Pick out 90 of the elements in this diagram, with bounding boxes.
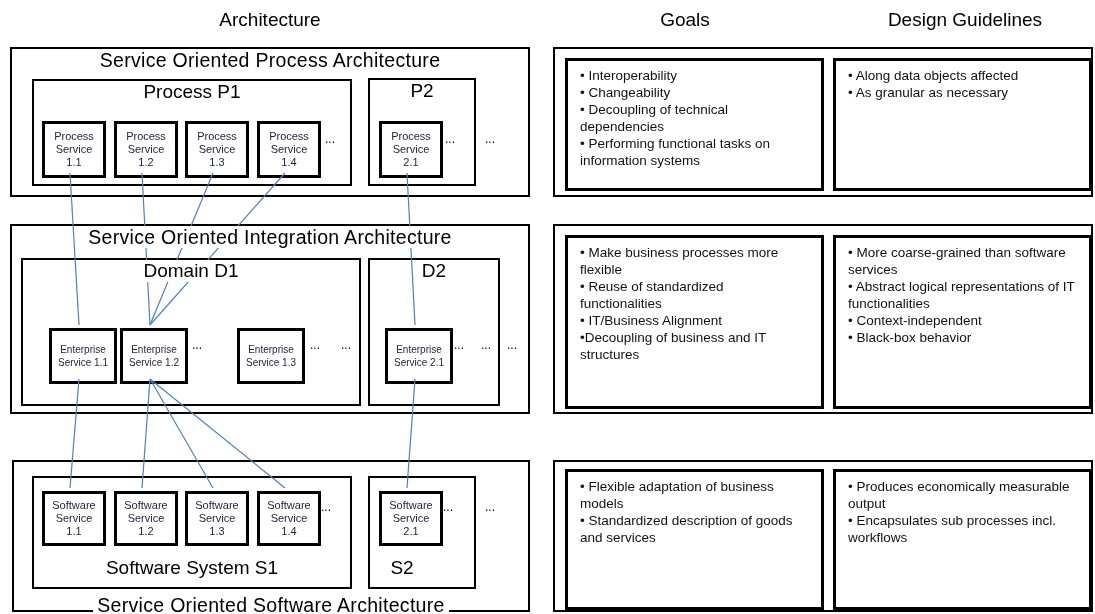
bullet-list-box [565,235,824,409]
bullet-point: • Abstract logical representations of IT functionalities [848,278,1076,312]
bullet-point: • Make business processes more flexible [580,244,780,278]
connector-line [149,378,286,489]
service-box [185,121,249,178]
ellipsis: ... [445,131,455,148]
group-box [368,476,476,589]
bullet-point: • Interoperability [580,67,679,84]
bullet-point: • More coarse-grained than software services [848,244,1067,278]
service-name: Process Service 1.3 [196,130,238,169]
group-box [32,79,352,186]
bullet-point: • Standardized description of goods and services [580,512,794,546]
service-name: Enterprise Service 1.1 [57,343,109,369]
service-name: Process Service 1.1 [53,130,95,169]
connector-line [141,172,151,326]
ellipsis: ... [481,337,491,354]
service-name: Software Service 1.2 [123,499,169,538]
ellipsis: ... [325,131,335,148]
service-name: Software Service 1.3 [194,499,240,538]
service-box [257,121,321,178]
bullet-point: • Context-independent [848,312,983,329]
service-name: Process Service 1.4 [268,130,310,169]
service-box [42,121,106,178]
service-name: Software Service 2.1 [388,499,434,538]
bullet-point: • Flexible adaptation of business models [580,478,775,512]
group-box [368,258,500,406]
service-box [379,121,443,178]
service-box [42,491,106,546]
bullet-list-box [565,469,824,610]
bullet-point: • Along data objects affected [848,67,1020,84]
connector-line [406,378,416,489]
ellipsis: ... [321,499,331,516]
service-box [185,491,249,546]
service-box [379,491,443,546]
connector-line [69,378,80,489]
service-box [385,328,453,384]
ellipsis: ... [192,337,202,354]
service-box [257,491,321,546]
bullet-list-box [833,235,1092,409]
column-heading: Design Guidelines [887,7,1043,32]
bullet-point: • Produces economically measurable output [848,478,1071,512]
service-name: Software Service 1.1 [51,499,97,538]
architecture-layer-box [10,224,530,414]
bullet-point: •Decoupling of business and IT structures [580,329,768,363]
service-box [237,328,305,384]
connector-line [149,378,214,489]
bullet-point: • As granular as necessary [848,84,1010,101]
connector-line [141,378,151,489]
group-box [368,78,476,186]
bullet-point: • Black-box behavior [848,329,973,346]
architecture-layer-box [12,460,530,612]
service-name: Enterprise Service 2.1 [393,343,445,369]
column-heading: Goals [660,7,710,32]
group-box [21,258,361,406]
service-name: Enterprise Service 1.3 [245,343,297,369]
service-name: Process Service 2.1 [390,130,432,169]
service-box [114,121,178,178]
bullet-list-box [833,469,1092,610]
bullet-point: • Encapsulates sub processes incl. workflows [848,512,1058,546]
bullet-point: • Changeability [580,84,672,101]
bullet-point: • IT/Business Alignment [580,312,724,329]
connector-line [149,172,286,326]
connector-line [406,172,416,326]
row-panel [553,224,1093,414]
service-name: Enterprise Service 1.2 [128,343,180,369]
bullet-list-box [833,58,1092,191]
service-box [120,328,188,384]
service-box [49,328,117,384]
ellipsis: ... [454,337,464,354]
column-heading: Architecture [219,7,321,32]
bullet-point: • Decoupling of technical dependencies [580,101,730,135]
ellipsis: ... [485,131,495,148]
ellipsis: ... [310,337,320,354]
ellipsis: ... [341,337,351,354]
row-panel [553,460,1093,612]
row-panel [553,47,1093,197]
service-box [114,491,178,546]
service-name: Software Service 1.4 [266,499,312,538]
bullet-point: • Performing functional tasks on information systems [580,135,772,169]
connector-line [149,172,214,326]
ellipsis: ... [507,337,517,354]
bullet-point: • Reuse of standardized functionalities [580,278,725,312]
ellipsis: ... [485,499,495,516]
architecture-layer-box [10,47,530,197]
service-name: Process Service 1.2 [125,130,167,169]
connector-line [69,172,80,326]
ellipsis: ... [443,499,453,516]
group-title: Service Oriented Software Architecture [93,594,449,614]
group-box [32,476,352,589]
bullet-list-box [565,58,824,191]
